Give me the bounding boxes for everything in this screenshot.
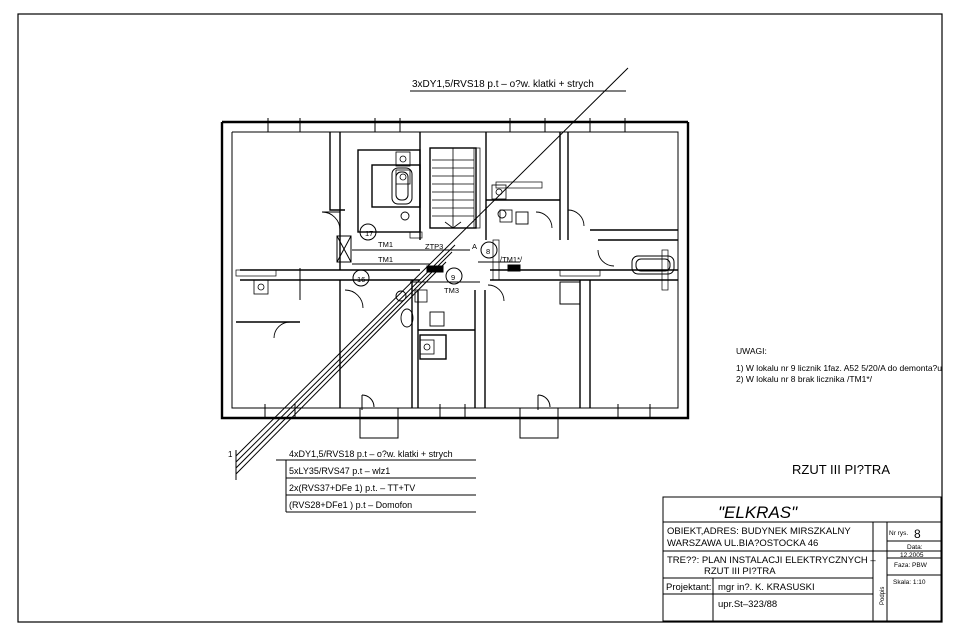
cable-1: 4xDY1,5/RVS18 p.t – o?w. klatki + strych — [289, 449, 453, 459]
phase-a-label: A — [472, 242, 477, 251]
tm3-label: TM3 — [444, 286, 459, 295]
note-2: 2) W lokalu nr 8 brak licznika /TM1*/ — [736, 374, 873, 384]
cable-2: 5xLY35/RVS47 p.t – wlz1 — [289, 466, 390, 476]
riser-cable-lines — [235, 67, 629, 475]
sanitary-fixtures — [395, 209, 529, 328]
interior-walls — [236, 132, 678, 408]
unit-circle-16 — [352, 269, 370, 287]
door-swings — [273, 209, 615, 339]
unit-17-label: 17 — [365, 229, 373, 238]
cable-index: 1 — [228, 450, 233, 459]
cable-3: 2x(RVS37+DFe 1) p.t. – TT+TV — [289, 483, 415, 493]
sheet-border — [17, 13, 943, 623]
signature-label: Podpis — [880, 587, 886, 605]
drawing-no-label: Nr rys. — [889, 530, 908, 537]
scale-label: Skala: 1:10 — [893, 579, 926, 586]
object-line-1: OBIEKT,ADRES: BUDYNEK MIRSZKALNY — [667, 526, 851, 537]
company-name: "ELKRAS" — [718, 503, 798, 522]
tm1-label-a: TM1 — [378, 240, 393, 249]
cable-4: (RVS28+DFe1 ) p.t – Domofon — [289, 500, 412, 510]
date-value: 12.2005 — [900, 552, 924, 559]
ztp3-label: ZTP3 — [425, 242, 443, 251]
unit-circle-17 — [359, 223, 377, 241]
window-ticks-top — [267, 118, 626, 132]
license-number: upr.St–323/88 — [718, 599, 777, 610]
balcony-left — [359, 394, 399, 439]
tm1-star-label: /TM1*/ — [500, 255, 523, 264]
bathtub-right — [631, 255, 675, 275]
date-label: Data: — [907, 544, 923, 551]
wall-box-row — [235, 147, 669, 291]
notes-title: UWAGI: — [736, 346, 767, 356]
content-line-2: RZUT III PI?TRA — [704, 566, 776, 577]
bathtub-left — [391, 167, 413, 205]
unit-16-label: 16 — [357, 275, 365, 284]
unit-8-label: 8 — [486, 247, 490, 256]
window-ticks-bottom — [264, 404, 651, 418]
socket-symbols — [253, 151, 513, 355]
object-line-2: WARSZAWA UL.BIA?OSTOCKA 46 — [667, 538, 818, 549]
balcony-right — [519, 394, 559, 439]
content-line-1: TRE??: PLAN INSTALACJI ELEKTRYCZNYCH – — [667, 555, 876, 566]
stair-treads — [432, 148, 474, 229]
sheet-title: RZUT III PI?TRA — [792, 462, 890, 477]
building-inner-wall — [231, 131, 679, 409]
drawing-number: 8 — [914, 527, 921, 541]
unit-circle-8 — [480, 241, 498, 259]
designer-name: mgr in?. K. KRASUSKI — [718, 582, 815, 593]
top-cable-label: 3xDY1,5/RVS18 p.t – o?w. klatki + strych — [412, 79, 594, 90]
note-1: 1) W lokalu nr 9 licznik 1faz. A52 5/20/… — [736, 363, 942, 373]
left-cross-box — [336, 235, 352, 263]
title-block-frame — [662, 496, 942, 622]
unit-9-label: 9 — [451, 273, 455, 282]
unit-circle-9 — [445, 267, 463, 285]
cable-legend-underlines — [276, 459, 476, 513]
tm1-label-b: TM1 — [378, 255, 393, 264]
designer-label: Projektant: — [666, 582, 711, 593]
phase-label: Faza: PBW — [894, 562, 928, 569]
